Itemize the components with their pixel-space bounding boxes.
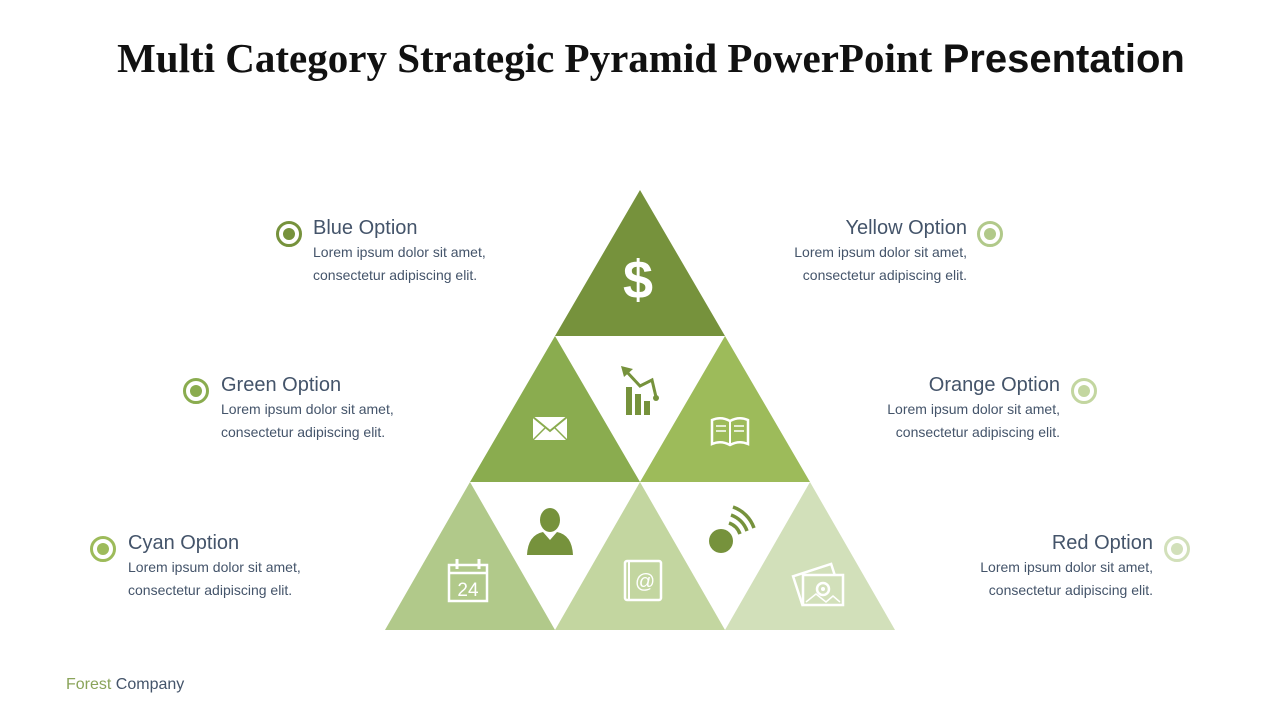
orange-option: Orange Option Lorem ipsum dolor sit amet…: [640, 372, 1060, 444]
option-title: Red Option: [1051, 532, 1153, 554]
option-text-line-1: Lorem ipsum dolor sit amet,: [313, 244, 486, 260]
orange-option-bullet: [1071, 378, 1097, 404]
cyan-option-bullet: [90, 536, 116, 562]
option-title: Cyan Option: [128, 532, 240, 554]
pyramid-segment-bottom-center: [555, 482, 725, 630]
book-icon: [710, 417, 750, 447]
green-option: Green Option Lorem ipsum dolor sit amet,…: [221, 372, 641, 444]
option-text-line-1: Lorem ipsum dolor sit amet,: [887, 401, 1060, 417]
email-symbol: @: [635, 571, 655, 593]
footer-brand: Forest: [66, 676, 112, 693]
title-main: Multi Category Strategic Pyramid PowerPo…: [117, 35, 933, 81]
user-icon: [527, 508, 573, 555]
address-book-icon: @: [623, 559, 663, 602]
pyramid-segment-top: [555, 190, 725, 336]
green-option-bullet: [183, 378, 209, 404]
yellow-option: Yellow Option Lorem ipsum dolor sit amet…: [547, 215, 967, 287]
option-text-line-2: consectetur adipiscing elit.: [988, 582, 1153, 598]
yellow-option-bullet: [977, 221, 1003, 247]
red-option-bullet: [1164, 536, 1190, 562]
footer-company: Forest Company: [66, 676, 184, 694]
footer-company-name: Company: [115, 676, 185, 693]
page-title: Multi Category Strategic Pyramid PowerPo…: [0, 34, 1280, 82]
option-text-line-2: consectetur adipiscing elit.: [802, 267, 967, 283]
option-title: Blue Option: [313, 217, 418, 239]
cyan-option: Cyan Option Lorem ipsum dolor sit amet, …: [128, 530, 548, 602]
option-text-line-1: Lorem ipsum dolor sit amet,: [128, 559, 301, 575]
title-tail: Presentation: [942, 37, 1185, 81]
pyramid-segment-mid-right: [640, 336, 810, 482]
calendar-icon: 24: [447, 559, 489, 603]
option-text-line-2: consectetur adipiscing elit.: [128, 582, 293, 598]
option-text-line-1: Lorem ipsum dolor sit amet,: [794, 244, 967, 260]
option-text-line-2: consectetur adipiscing elit.: [313, 267, 478, 283]
dollar-icon: $: [623, 250, 653, 310]
dollar-symbol: $: [623, 250, 653, 310]
option-title: Green Option: [221, 374, 342, 396]
pyramid-segment-bottom-right: [725, 482, 895, 630]
blue-option-bullet: [276, 221, 302, 247]
option-text-line-2: consectetur adipiscing elit.: [895, 424, 1060, 440]
calendar-day: 24: [457, 580, 479, 601]
pyramid-segment-mid-left: [470, 336, 640, 482]
pyramid-segment-bottom-left: [385, 482, 555, 630]
option-title: Orange Option: [928, 374, 1060, 396]
option-text-line-1: Lorem ipsum dolor sit amet,: [221, 401, 394, 417]
envelope-icon: [532, 416, 568, 441]
blue-option: Blue Option Lorem ipsum dolor sit amet, …: [313, 215, 733, 287]
red-option: Red Option Lorem ipsum dolor sit amet, c…: [733, 530, 1153, 602]
wifi-signal-icon: [709, 505, 756, 553]
chart-decline-icon: [621, 366, 659, 415]
option-text-line-1: Lorem ipsum dolor sit amet,: [980, 559, 1153, 575]
option-title: Yellow Option: [845, 217, 967, 239]
option-text-line-2: consectetur adipiscing elit.: [221, 424, 386, 440]
photos-icon: [791, 562, 845, 607]
